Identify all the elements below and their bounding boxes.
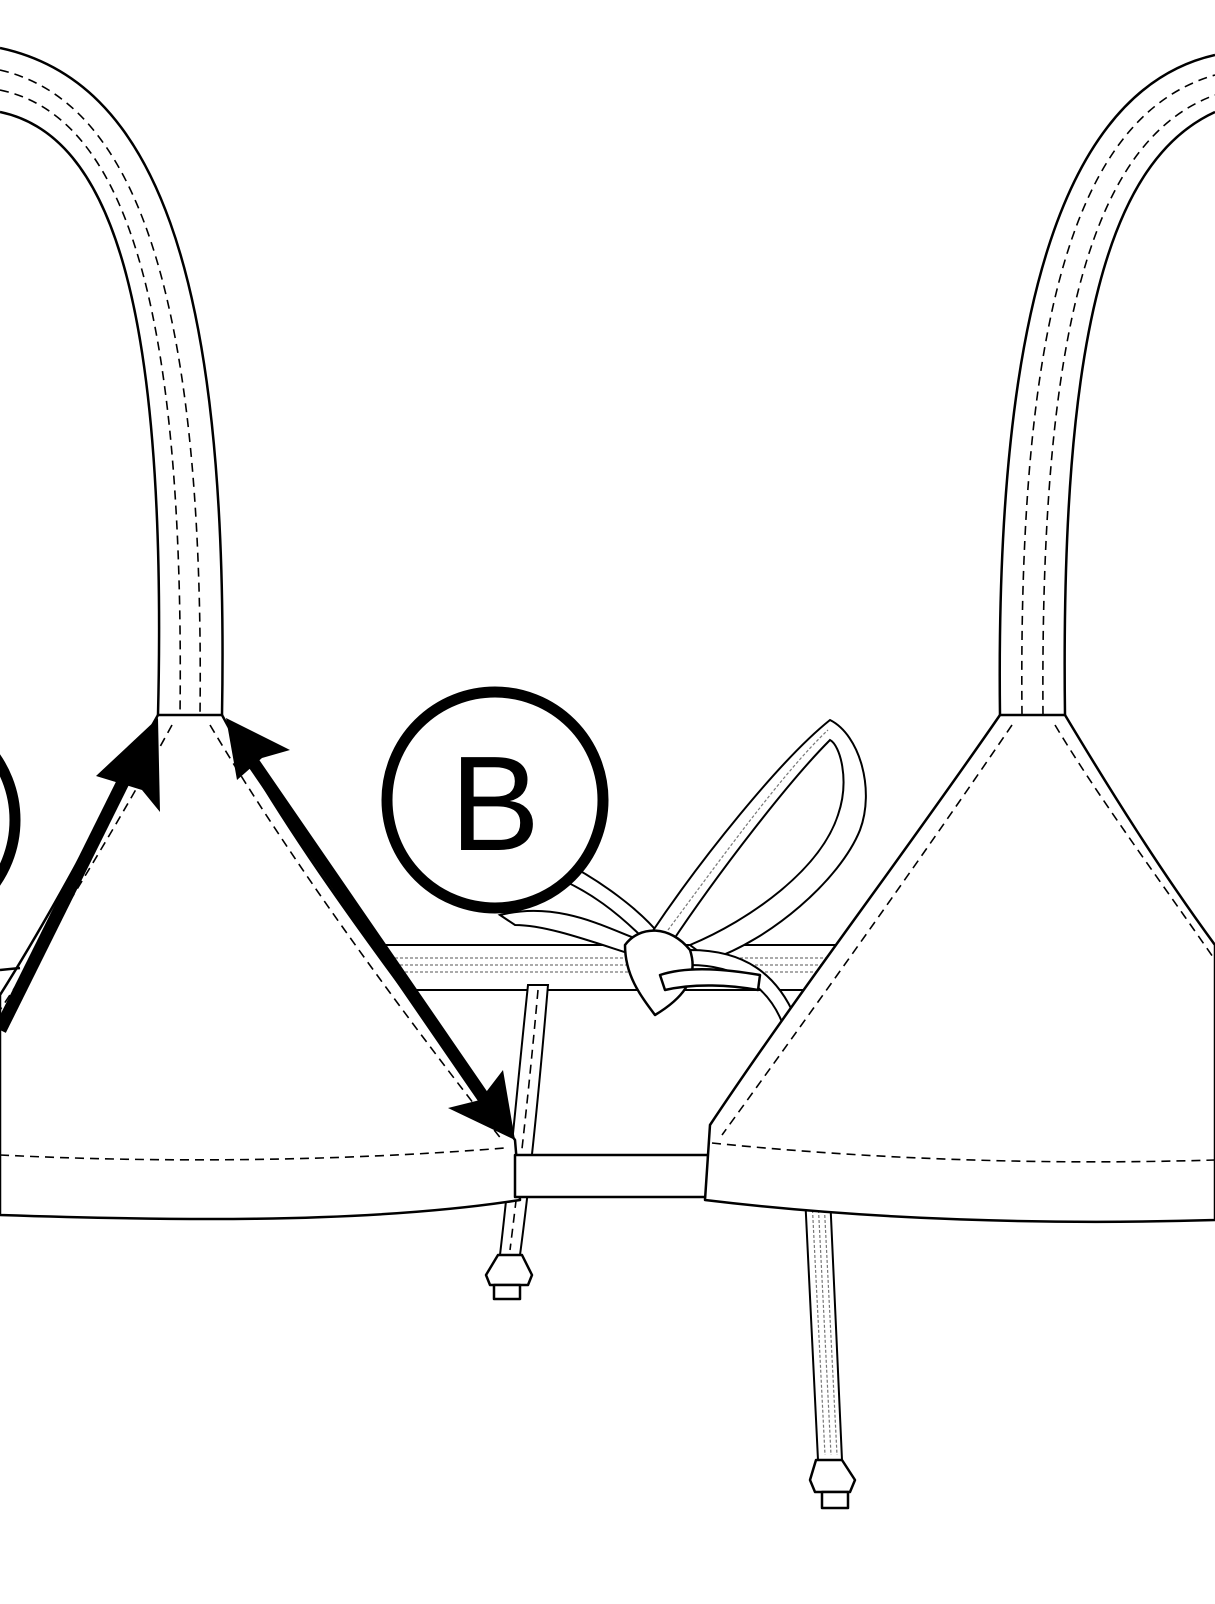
center-gore-band [513,1153,710,1199]
right-cup [703,713,1215,1224]
tie-bow [497,718,867,1031]
left-cup [0,713,522,1221]
right-hanging-tie [803,1194,857,1510]
measurement-arrow-a [0,718,160,1033]
measurement-arrow-b [226,718,515,1140]
right-strap [998,53,1215,716]
callout-circle-partial [0,754,21,886]
left-strap [0,46,224,716]
callout-label: B [450,728,540,879]
callout-circle [381,686,609,914]
callout-b: B [381,686,609,914]
